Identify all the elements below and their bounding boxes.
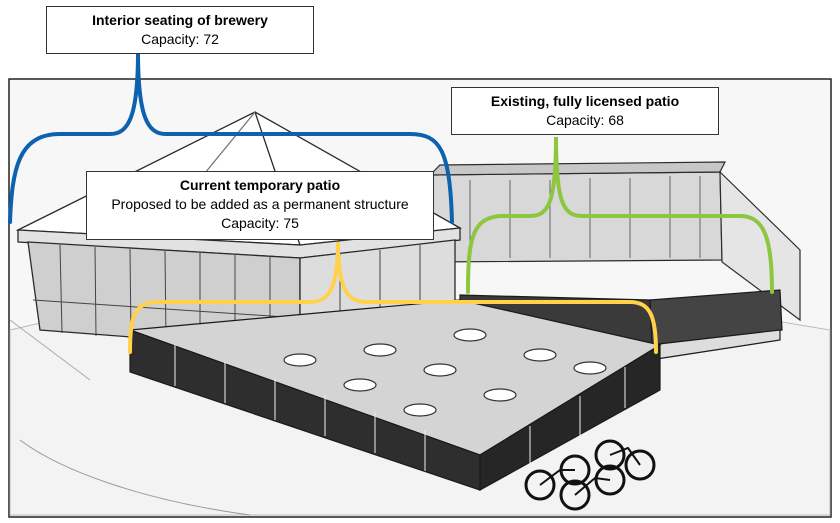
bicycle-icon [524, 439, 656, 511]
callout-capacity: Capacity: 72 [141, 31, 219, 47]
callout-note: Proposed to be added as a permanent stru… [111, 196, 409, 212]
callout-capacity: Capacity: 75 [221, 215, 299, 231]
callout-existing-patio: Existing, fully licensed patio Capacity:… [451, 87, 719, 135]
callout-interior-seating: Interior seating of brewery Capacity: 72 [46, 6, 314, 54]
callout-title: Existing, fully licensed patio [490, 93, 680, 109]
callout-temporary-patio: Current temporary patio Proposed to be a… [86, 171, 434, 240]
existing-bracket [466, 136, 774, 294]
callout-capacity: Capacity: 68 [546, 112, 624, 128]
callout-title: Current temporary patio [179, 177, 341, 193]
callout-title: Interior seating of brewery [92, 12, 268, 28]
temporary-bracket [128, 241, 658, 354]
temporary-patio [129, 299, 662, 492]
